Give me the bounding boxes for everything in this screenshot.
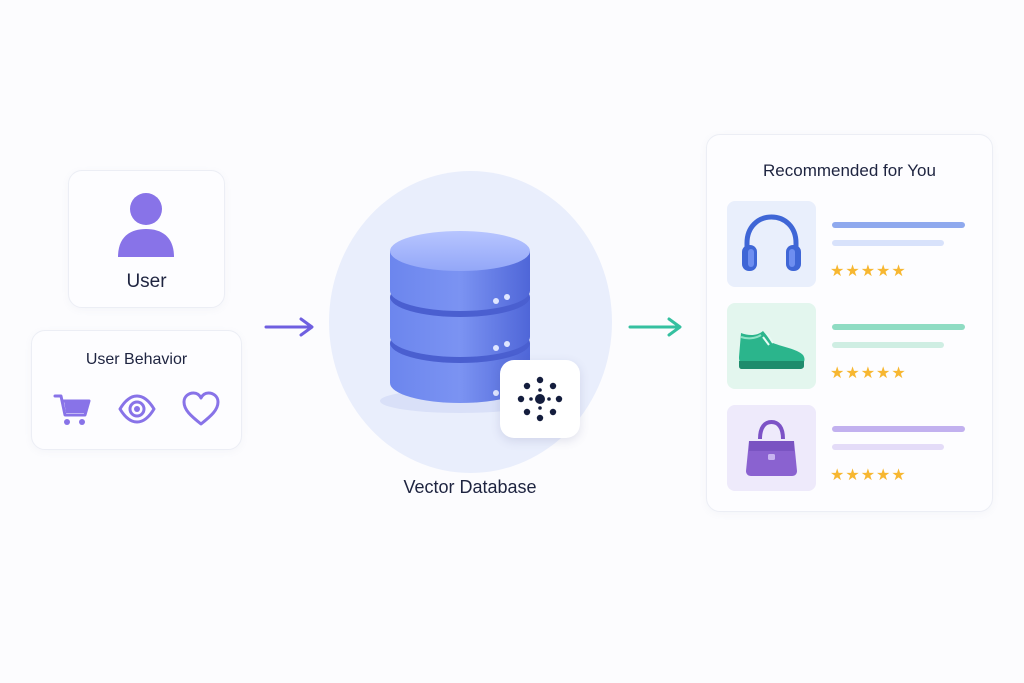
database-label: Vector Database [403, 477, 537, 497]
user-icon [118, 193, 174, 257]
user-behavior-title: User Behavior [85, 351, 188, 368]
recommendations-title: Recommended for You [763, 161, 936, 180]
recommendations-card: Recommended for You ★★★★★ [706, 134, 993, 512]
arrow-right-icon [628, 317, 682, 337]
eye-icon [117, 389, 157, 429]
user-label: User [126, 271, 167, 292]
product-thumbnail [727, 201, 816, 287]
handbag-icon [746, 419, 797, 476]
product-thumbnail [727, 303, 816, 389]
headphones-icon [742, 214, 801, 271]
heart-icon [181, 389, 221, 429]
user-card: User [68, 170, 225, 308]
sneaker-icon [739, 331, 805, 369]
recommendation-item[interactable]: ★★★★★ [727, 303, 977, 389]
recommendation-item[interactable]: ★★★★★ [727, 201, 977, 287]
cart-icon [52, 389, 92, 429]
arrow-right-icon [264, 317, 314, 337]
database-icon [380, 231, 540, 413]
star-rating: ★★★★★ [830, 365, 907, 382]
star-rating: ★★★★★ [830, 467, 907, 484]
product-thumbnail [727, 405, 816, 491]
star-rating: ★★★★★ [830, 263, 907, 280]
recommendation-item[interactable]: ★★★★★ [727, 405, 977, 491]
vector-badge [500, 360, 580, 438]
user-behavior-card: User Behavior [31, 330, 242, 450]
vector-cluster-icon [517, 376, 563, 422]
